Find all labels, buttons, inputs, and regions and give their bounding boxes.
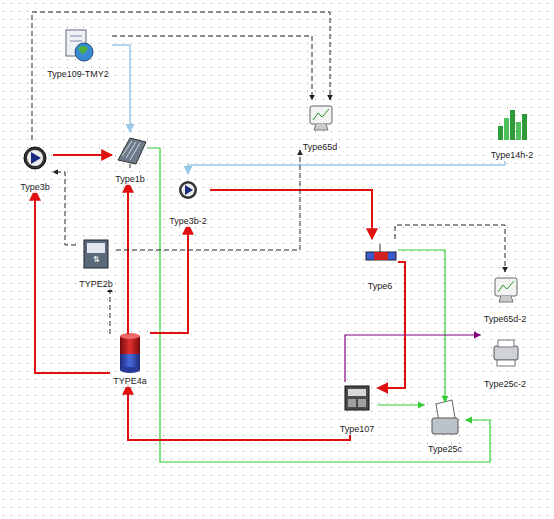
component-label: Type1b [114,174,146,185]
component-block: Type6 [362,239,398,289]
component-label: TYPE2b [78,279,114,290]
component-block: Type107 [337,382,378,432]
heater-icon [366,244,396,260]
component-label: Type107 [339,424,376,435]
monitor-icon [495,278,517,302]
connection-line [345,335,481,382]
weather-icon [66,30,93,61]
component-label: Type14h-2 [490,150,535,161]
component-block: Type25c-2 [481,337,530,387]
component-block: Type3b [17,140,53,190]
connection-line [395,225,505,272]
connection-line [210,190,372,239]
component-label: Type25c [427,444,463,455]
component-label: Type3b-2 [168,216,208,227]
component-label: Type6 [367,281,394,292]
connection-line [188,158,505,174]
component-label: TYPE4a [112,376,148,387]
component-block: Type65d-2 [481,272,530,322]
controller-icon: ⇅ [84,240,108,268]
connection-line [116,150,300,250]
component-block: Type25c [425,402,466,452]
forcing-function-icon [498,110,527,140]
component-label: Type3b [19,182,51,193]
component-block: TYPE4a [110,334,150,384]
component-label: Type65d-2 [483,314,528,325]
component-block: Type14h-2 [488,108,537,158]
monitor-icon [310,106,332,130]
component-block: Type1b [112,132,148,182]
connection-line [53,154,112,156]
connection-line [32,12,330,140]
connection-line [127,182,129,334]
component-label: Type25c-2 [483,379,527,390]
icon-glyph: ⇅ [93,255,100,264]
component-label: Type109-TMY2 [46,69,110,80]
component-label: Type65d [302,142,339,153]
connection-line [150,224,188,333]
collector-icon [118,138,146,168]
connection-line [378,404,425,405]
connection-line [128,384,350,440]
connection-line [112,36,312,100]
connection-line [148,148,490,462]
component-block: TYPE2b [76,237,116,287]
component-block: Type109-TMY2 [44,27,112,77]
pump-icon [179,181,197,199]
storage-tank-icon [120,333,140,373]
connection-line [53,172,76,245]
component-block: Type3b-2 [166,174,210,224]
connection-line [398,250,445,402]
pump-icon [24,147,46,169]
printer-icon [432,400,458,434]
component-block: Type65d [300,100,341,150]
connection-line [112,45,130,132]
printer-icon [494,340,518,366]
connection-line [110,287,111,334]
chiller-icon [345,386,369,410]
